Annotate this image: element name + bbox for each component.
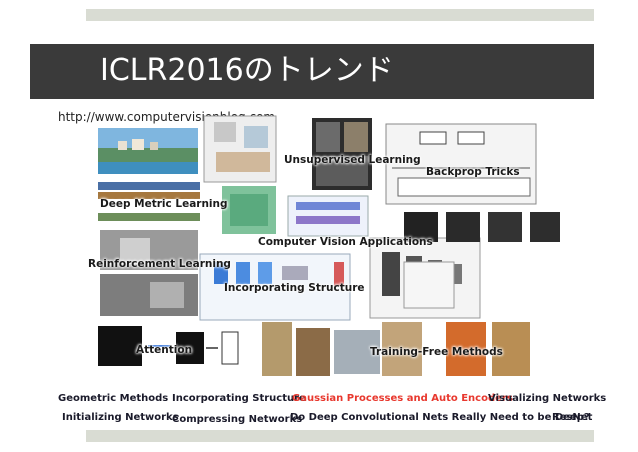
beach-photo: [98, 128, 198, 174]
conv-layer-blocks: [287, 195, 369, 237]
training-free-photos: [262, 322, 530, 376]
label-backprop-tricks: Backprop Tricks: [426, 166, 520, 178]
visualization-image-grid: [403, 212, 560, 309]
bottom-decorative-band: [86, 430, 594, 442]
generated-samples-grid: [312, 118, 372, 190]
label-reinforcement-learning: Reinforcement Learning: [88, 258, 231, 270]
footer-incorporating-structure: Incorporating Structure: [172, 393, 306, 404]
slide-title: ICLR2016のトレンド: [100, 53, 394, 88]
footer-visualizing-networks: Visualizing Networks: [488, 393, 607, 404]
footer-gaussian-processes: Gaussian Processes and Auto Encoders: [292, 393, 513, 404]
footer-deep-convolutional: Do Deep Convolutional Nets Really Need t…: [290, 412, 590, 423]
label-unsupervised-learning: Unsupervised Learning: [284, 154, 421, 166]
title-bar: [30, 44, 594, 99]
footer-initializing-networks: Initializing Networks: [62, 412, 179, 423]
product-image-strips: [98, 182, 200, 221]
structured-pipeline-diagram: [199, 253, 351, 321]
feature-matrix-heatmap: [222, 186, 276, 234]
label-deep-metric-learning: Deep Metric Learning: [100, 198, 228, 210]
label-attention: Attention: [136, 344, 193, 356]
footer-compressing-networks: Compressing Networks: [172, 414, 303, 425]
footer-geometric-methods: Geometric Methods: [58, 393, 169, 404]
label-incorporating-structure: Incorporating Structure: [224, 282, 365, 294]
backprop-computation-graph: [385, 123, 537, 205]
label-training-free-methods: Training-Free Methods: [370, 346, 503, 358]
attention-diagram: [98, 326, 239, 366]
network-architecture-diagram: [203, 115, 277, 183]
footer-resnet: ResNet: [552, 412, 593, 423]
label-computer-vision-applications: Computer Vision Applications: [258, 236, 433, 248]
robot-arm-photos: [100, 230, 198, 316]
top-decorative-band: [86, 9, 594, 21]
